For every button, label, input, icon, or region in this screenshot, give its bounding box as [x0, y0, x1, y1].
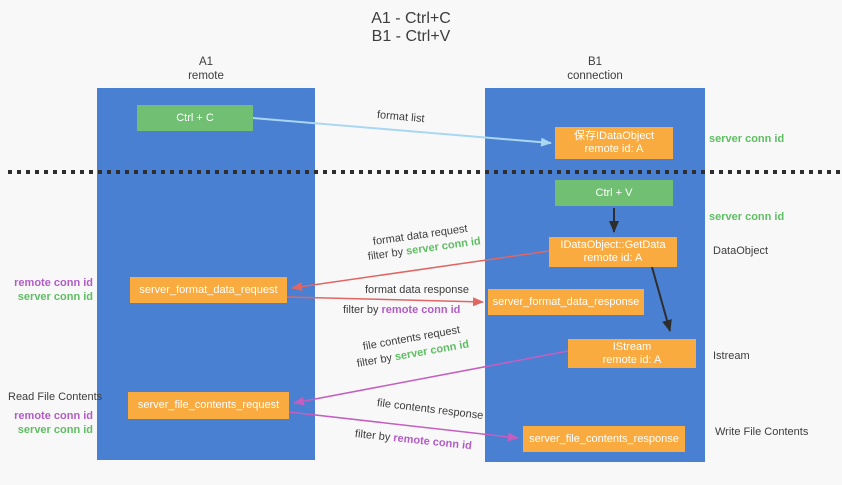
remote-conn-id-text: remote conn id	[381, 304, 461, 316]
lifeline-a1-role: remote	[188, 70, 224, 82]
ctrl-c-label: Ctrl + C	[176, 111, 214, 124]
server-format-data-response-label: server_format_data_response	[492, 295, 640, 308]
ctrl-v-label: Ctrl + V	[595, 186, 633, 199]
filter-by-text: filter by	[355, 351, 393, 370]
remote-conn-id-left-bottom-label: remote conn id	[14, 410, 93, 422]
save-idataobject-node: 保存IDataObject remote id: A	[555, 127, 673, 159]
title-line-1: A1 - Ctrl+C	[371, 10, 451, 27]
server-conn-id-right-mid-label: server conn id	[709, 211, 785, 223]
filter-by-text: filter by	[354, 428, 391, 444]
read-file-contents-label: Read File Contents	[8, 391, 103, 403]
title-line-2: B1 - Ctrl+V	[371, 28, 451, 45]
lifeline-header-a1: A1 remote	[97, 55, 315, 83]
istream-side-label: Istream	[713, 350, 750, 362]
server-conn-id-left-bottom-label: server conn id	[17, 424, 93, 436]
server-format-data-request-node: server_format_data_request	[130, 277, 287, 303]
filter-by-remote-conn-id-label-2: filter by remote conn id	[354, 428, 472, 452]
filter-by-text: filter by	[343, 304, 379, 316]
idataobject-getdata-node: IDataObject::GetData remote id: A	[549, 237, 677, 267]
server-format-data-response-node: server_format_data_response	[488, 289, 644, 315]
ctrl-c-node: Ctrl + C	[137, 105, 253, 131]
istream-line2: remote id: A	[602, 353, 662, 366]
istream-node: IStream remote id: A	[568, 339, 696, 368]
format-data-response-label: format data response	[365, 284, 469, 296]
session-separator-line	[8, 170, 842, 174]
file-contents-response-label: file contents response	[376, 397, 484, 422]
istream-line1: IStream	[612, 340, 652, 353]
server-file-contents-response-label: server_file_contents_response	[529, 432, 679, 445]
lifeline-a1-name: A1	[198, 56, 214, 68]
server-conn-id-left-top-label: server conn id	[17, 291, 93, 303]
server-format-data-request-label: server_format_data_request	[139, 283, 278, 296]
server-file-contents-response-node: server_file_contents_response	[523, 426, 685, 452]
format-list-label: format list	[376, 109, 426, 126]
save-idataobject-line1: 保存IDataObject	[573, 130, 655, 142]
server-conn-id-right-top-label: server conn id	[709, 133, 785, 145]
lifeline-b1-role: connection	[567, 70, 623, 82]
filter-by-text: filter by	[367, 246, 404, 263]
dataobject-label: DataObject	[713, 245, 769, 257]
ctrl-v-node: Ctrl + V	[555, 180, 673, 206]
remote-conn-id-left-top-label: remote conn id	[14, 277, 93, 289]
filter-by-remote-conn-id-label-1: filter by remote conn id	[343, 304, 460, 316]
diagram-title: A1 - Ctrl+C B1 - Ctrl+V	[0, 10, 822, 46]
format-data-response-arrow	[286, 296, 484, 307]
server-file-contents-request-label: server_file_contents_request	[137, 399, 280, 411]
server-file-contents-request-node: server_file_contents_request	[128, 392, 289, 419]
lifeline-header-b1: B1 connection	[485, 55, 705, 83]
idataobject-getdata-line1: IDataObject::GetData	[560, 239, 666, 251]
lifeline-b1-name: B1	[587, 56, 603, 68]
idataobject-getdata-line2: remote id: A	[583, 252, 643, 264]
remote-conn-id-text: remote conn id	[392, 432, 473, 453]
write-file-contents-label: Write File Contents	[715, 426, 809, 438]
save-idataobject-line2: remote id: A	[584, 143, 644, 155]
